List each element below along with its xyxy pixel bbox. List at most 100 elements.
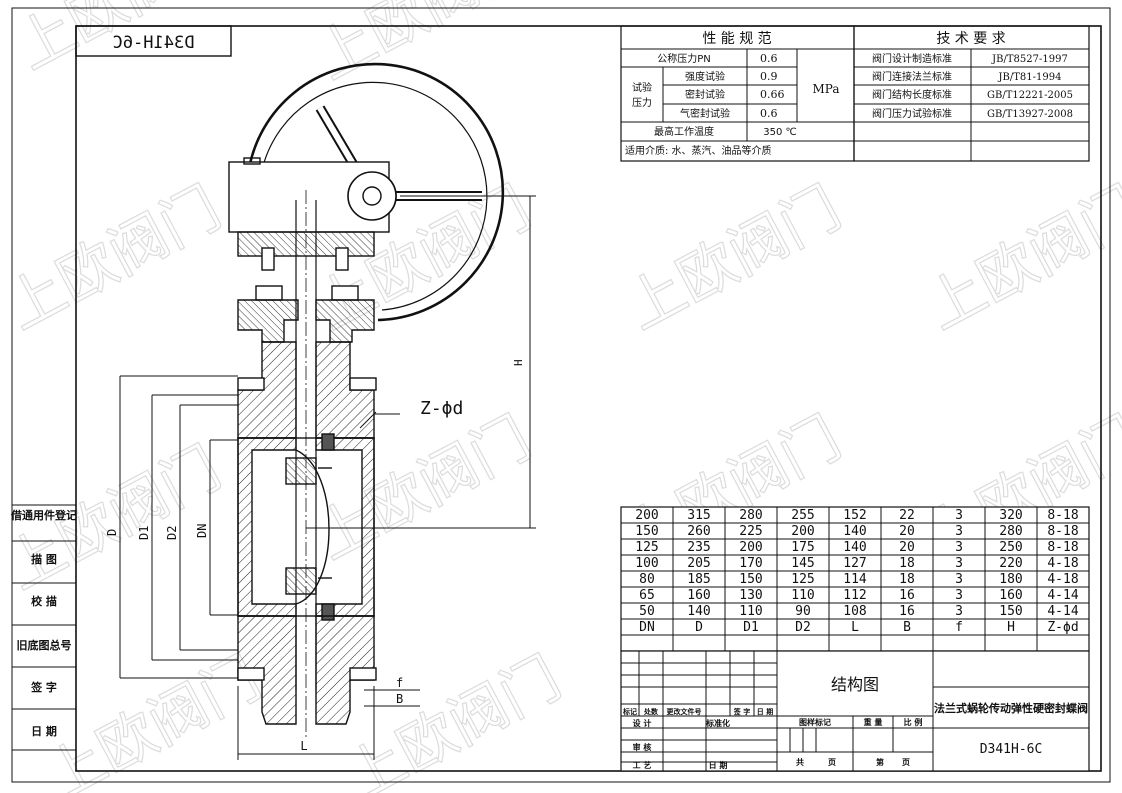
dim-table-cell: 280 <box>999 524 1022 539</box>
flange-lug <box>237 377 265 391</box>
label-process: 工 艺 <box>633 760 652 770</box>
valve-section-drawing <box>228 62 505 740</box>
dimension-lines <box>119 195 536 760</box>
dimension-labels: Z-ϕd H D D1 D2 DN L f B <box>105 359 525 753</box>
bolt <box>261 247 275 271</box>
dim-table-cell: 3 <box>955 572 963 587</box>
outer-border <box>11 7 1111 783</box>
dim-table-cell: 152 <box>843 508 866 523</box>
bolt <box>335 247 349 271</box>
nut <box>331 285 359 301</box>
label-h: H <box>512 359 525 366</box>
dim-table-cell: 110 <box>739 604 762 619</box>
label-l: L <box>300 739 307 753</box>
dim-table-cell: 170 <box>739 556 762 571</box>
label-d2: D2 <box>165 526 179 540</box>
perf-label-pn: 公称压力PN <box>657 52 711 65</box>
perf-value-maxtemp: 350 ℃ <box>763 127 797 138</box>
dim-table-cell: 255 <box>791 508 814 523</box>
dim-header-cell: D <box>695 620 703 635</box>
model-number: D341H-6C <box>980 742 1043 757</box>
label-d1: D1 <box>137 526 151 540</box>
dim-header-cell: f <box>955 620 963 635</box>
dim-table-cell: 3 <box>955 588 963 603</box>
flange-lug <box>349 377 377 391</box>
drawing-name: 结构图 <box>831 675 879 694</box>
dim-table-cell: 3 <box>955 524 963 539</box>
dim-table-cell: 175 <box>791 540 814 555</box>
dim-table-cell: 22 <box>899 508 915 523</box>
dim-header-cell: B <box>903 620 911 635</box>
dim-table-cell: 125 <box>635 540 658 555</box>
dim-header-cell: L <box>851 620 859 635</box>
flange-lug <box>349 667 377 681</box>
dim-table-cell: 4-14 <box>1047 604 1078 619</box>
watermark-text: 上欧阀门 <box>305 0 542 92</box>
tech-value-4: GB/T13927-2008 <box>987 109 1073 120</box>
rev-col-date: 日 期 <box>757 707 773 716</box>
dim-table-cell: 320 <box>999 508 1022 523</box>
label-stage-mark: 图样标记 <box>799 717 831 727</box>
dim-table-cell: 8-18 <box>1047 540 1078 555</box>
dim-table-cell: 16 <box>899 604 915 619</box>
perf-value-air: 0.6 <box>760 107 778 120</box>
dim-table-cell: 185 <box>687 572 710 587</box>
dim-table-cell: 127 <box>843 556 866 571</box>
label-standardization: 标准化 <box>705 718 730 728</box>
rev-col-mark: 标记 <box>622 707 637 716</box>
tech-label-2: 阀门连接法兰标准 <box>872 70 952 83</box>
dim-table-cell: 140 <box>687 604 710 619</box>
dim-table-cell: 145 <box>791 556 814 571</box>
dim-table-cell: 4-18 <box>1047 556 1078 571</box>
drawing-code-box: D341H-6C <box>75 25 232 57</box>
left-stamp-column: 借通用件登记 描 图 校 描 旧底图总号 签 字 日 期 <box>10 504 77 751</box>
perf-value-seal: 0.66 <box>760 88 785 101</box>
label-total: 共 <box>796 757 804 767</box>
flange-lug <box>237 667 265 681</box>
label-sheet-no: 第 <box>876 757 884 767</box>
product-name: 法兰式蜗轮传动弹性硬密封蝶阀 <box>934 701 1088 715</box>
dim-table-cell: 160 <box>687 588 710 603</box>
disc-hub-top <box>285 457 317 485</box>
dim-table-cell: 235 <box>687 540 710 555</box>
dim-table-cell: 150 <box>999 604 1022 619</box>
inner-border <box>75 25 1102 772</box>
watermark-text: 上欧阀门 <box>0 173 231 342</box>
handwheel-rim <box>246 62 505 322</box>
label-sheet-page: 页 <box>902 758 910 767</box>
dim-table-cell: 18 <box>899 556 915 571</box>
watermark-text: 上欧阀门 <box>615 173 852 342</box>
tech-requirements-table: 技 术 要 求 阀门设计制造标准 JB/T8527-1997 阀门连接法兰标准 … <box>853 25 1090 162</box>
dim-table-cell: 150 <box>635 524 658 539</box>
perf-label-strength: 强度试验 <box>685 70 725 83</box>
label-z-phi-d: Z-ϕd <box>420 398 463 419</box>
dim-table-cell: 108 <box>843 604 866 619</box>
seal-ring <box>321 433 335 451</box>
dim-header-cell: D2 <box>795 620 811 635</box>
stamp-trace: 描 图 <box>31 552 57 566</box>
label-f: f <box>396 676 403 690</box>
dim-table-cell: 16 <box>899 588 915 603</box>
rev-col-count: 处数 <box>643 707 659 716</box>
dim-table-cell: 112 <box>843 588 866 603</box>
dim-table-cell: 160 <box>999 588 1022 603</box>
perf-medium: 适用介质: 水、蒸汽、油品等介质 <box>625 144 772 157</box>
dim-header-cell: H <box>1007 620 1015 635</box>
rev-col-docno: 更改文件号 <box>667 707 702 716</box>
perf-unit: MPa <box>813 82 840 96</box>
perf-label-seal: 密封试验 <box>685 88 725 101</box>
label-weight: 重 量 <box>864 717 883 727</box>
dim-table-cell: 100 <box>635 556 658 571</box>
packing-gland-left <box>237 299 299 343</box>
tech-value-2: JB/T81-1994 <box>998 72 1062 83</box>
label-d: D <box>105 529 119 536</box>
dim-table-cell: 18 <box>899 572 915 587</box>
dim-table-cell: 80 <box>639 572 655 587</box>
dim-table-cell: 90 <box>795 604 811 619</box>
dim-table-cell: 8-18 <box>1047 524 1078 539</box>
rev-col-sign: 签 字 <box>733 707 750 716</box>
perf-title: 性 能 规 范 <box>702 30 771 47</box>
stamp-borrow: 借通用件登记 <box>10 508 77 522</box>
